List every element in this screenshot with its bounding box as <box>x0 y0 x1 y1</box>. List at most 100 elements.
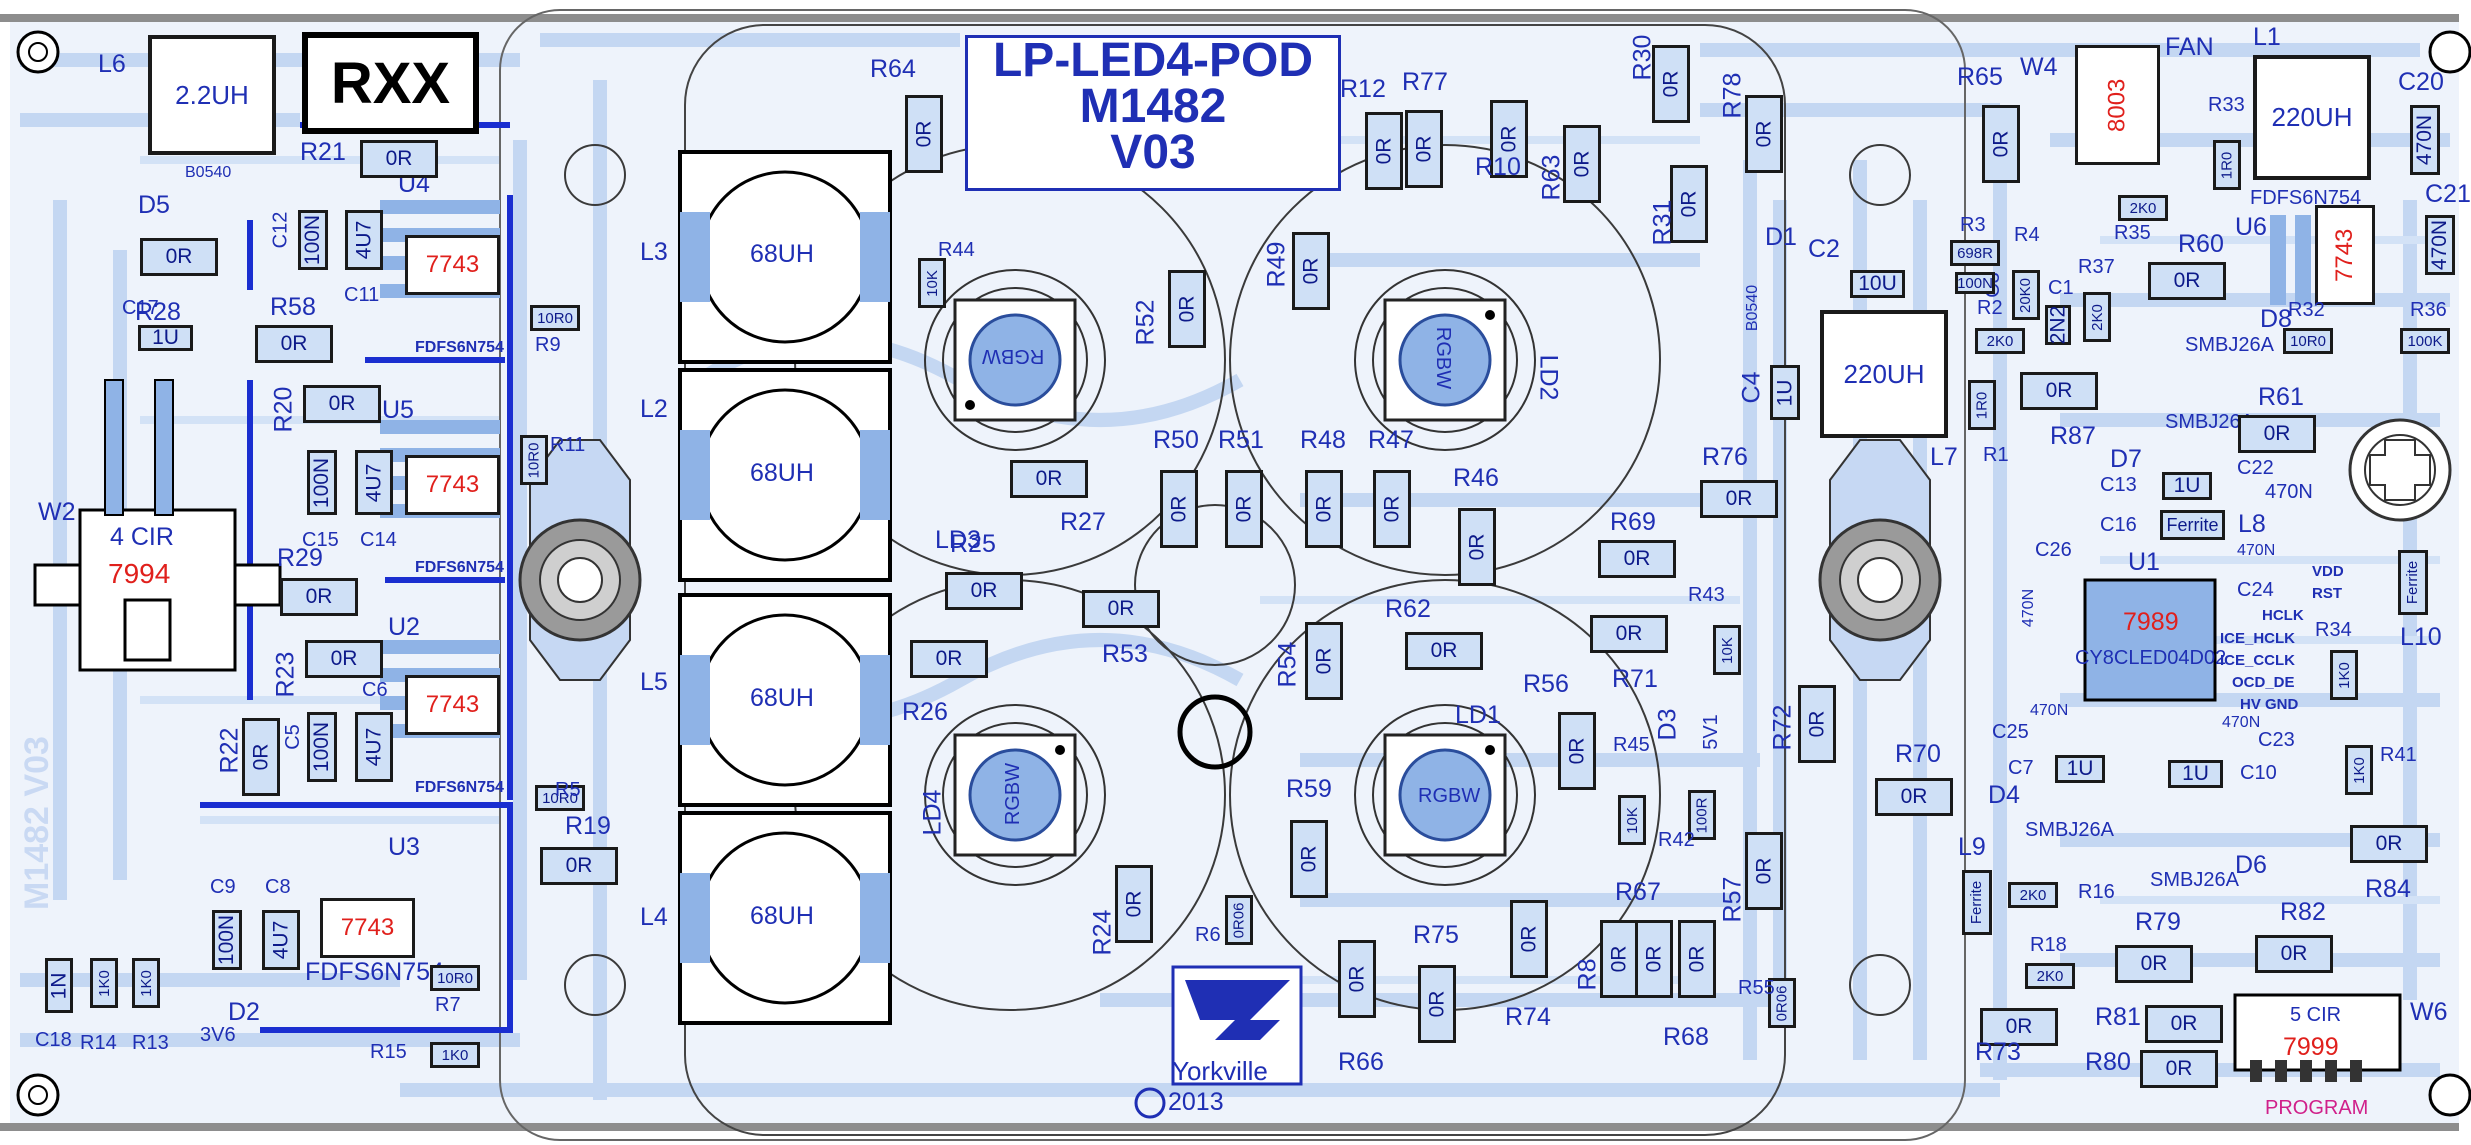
cap-ref: C9 <box>210 876 236 898</box>
cap-c17: 1U <box>138 325 193 351</box>
resistor-r74: 0R <box>1510 900 1548 978</box>
resistor-r26: 0R <box>910 640 988 678</box>
resistor-ref: R84 <box>2365 875 2411 903</box>
inductor-value: 68UH <box>750 902 814 930</box>
resistor-ref: R58 <box>270 293 316 321</box>
resistor-r31: 0R <box>1670 165 1708 243</box>
resistor-r9: 10R0 <box>530 305 580 331</box>
cap-ref: C25 <box>1992 721 2029 743</box>
resistor-value: 0R <box>1035 467 1063 490</box>
resistor-ref: R54 <box>1273 641 1302 688</box>
resistor-r19: 0R <box>540 847 618 885</box>
resistor-value: 0R <box>1569 150 1593 178</box>
resistor-r78: 0R <box>1745 95 1783 173</box>
resistor-r25: 0R <box>945 572 1023 610</box>
resistor-value: 0R <box>911 120 935 148</box>
resistor-r28: 0R <box>140 238 218 276</box>
resistor-r69: 0R <box>1598 540 1676 578</box>
cap-value: 470N <box>2265 481 2313 503</box>
resistor-value: 0R <box>1496 125 1520 153</box>
resistor-r22: 0R <box>242 718 280 796</box>
led-ref: LD1 <box>1455 701 1501 729</box>
resistor-r13: 1K0 <box>132 958 160 1008</box>
led-label: RGBW <box>1002 762 1025 826</box>
resistor-ref: R19 <box>565 812 611 840</box>
resistor-ref: R10 <box>1475 153 1521 181</box>
cap-c7: 1U <box>2055 755 2105 783</box>
resistor-ref: R80 <box>2085 1048 2131 1076</box>
resistor-r77: 0R <box>1405 110 1443 188</box>
resistor-value: 0R <box>1464 533 1488 561</box>
resistor-value: 0R <box>1296 845 1320 873</box>
resistor-ref: R1 <box>1983 444 2009 466</box>
resistor-value: 1K0 <box>2350 756 2368 784</box>
resistor-value: 1K0 <box>95 969 113 997</box>
cap-ref: C21 <box>2425 180 2471 208</box>
resistor-ref: R42 <box>1658 829 1695 851</box>
resistor-value: 100R <box>1693 797 1711 833</box>
resistor-value: 10R0 <box>537 309 573 327</box>
resistor-r14: 1K0 <box>90 958 118 1008</box>
resistor-r32: 10R0 <box>2283 328 2333 354</box>
diode-ref: D3 <box>1653 708 1682 741</box>
cap-ref: C10 <box>2240 762 2277 784</box>
resistor-r62: 0R <box>1405 632 1483 670</box>
resistor-value: 0R <box>1121 890 1145 918</box>
resistor-value: 0R06 <box>1773 985 1791 1021</box>
cap-value: 4U7 <box>269 920 292 960</box>
resistor-value: 20K0 <box>2017 277 2035 313</box>
resistor-ref: R47 <box>1368 426 1414 454</box>
resistor-value: 0R <box>2170 1012 2198 1035</box>
resistor-r35: 2K0 <box>2118 195 2168 221</box>
resistor-r33: 1R0 <box>2213 140 2241 190</box>
resistor-ref: R20 <box>269 386 298 433</box>
resistor-value: 10K <box>923 269 941 297</box>
resistor-r68: 0R <box>1678 920 1716 998</box>
resistor-ref: R25 <box>950 530 996 558</box>
cap-ref: C17 <box>122 297 159 319</box>
diode-value: SMBJ26A <box>2165 411 2254 433</box>
board-edge-top <box>0 14 2459 22</box>
resistor-value: 0R <box>2280 942 2308 965</box>
resistor-r52: 0R <box>1168 270 1206 348</box>
diode-value: SMBJ26A <box>2150 869 2239 891</box>
resistor-ref: R37 <box>2078 256 2115 278</box>
resistor-ref: R28 <box>135 298 181 326</box>
resistor-ref: R45 <box>1613 734 1650 756</box>
program-pin: VDD <box>2312 563 2344 580</box>
resistor-ref: R69 <box>1610 508 1656 536</box>
led-ref: LD2 <box>1534 354 1563 401</box>
resistor-value: 1K0 <box>2335 661 2353 689</box>
resistor-value: 0R <box>1900 785 1928 808</box>
resistor-value: 0R <box>2263 422 2291 445</box>
resistor-value: 100K <box>2407 332 2443 350</box>
cap-ref: C23 <box>2258 729 2295 751</box>
resistor-ref: R50 <box>1153 426 1199 454</box>
resistor-value: 0R <box>1174 295 1198 323</box>
resistor-ref: R53 <box>1102 640 1148 668</box>
title-line-3: V03 <box>1110 126 1196 179</box>
resistor-ref: R51 <box>1218 426 1264 454</box>
resistor-value: 0R <box>1311 495 1335 523</box>
resistor-r21: 0R <box>360 140 438 178</box>
inductor-l1: 220UH <box>2253 55 2371 180</box>
resistor-r24: 0R <box>1115 865 1153 943</box>
inductor-value: 68UH <box>750 240 814 268</box>
resistor-ref: R8 <box>1573 958 1602 991</box>
ic-ref: U3 <box>388 833 420 861</box>
resistor-ref: R2 <box>1977 297 2003 319</box>
resistor-ref: R35 <box>2114 222 2151 244</box>
diode-value: SMBJ26A <box>2185 334 2274 356</box>
cap-ref: C6 <box>362 679 388 701</box>
resistor-ref: R66 <box>1338 1048 1384 1076</box>
resistor-r30: 0R <box>1652 45 1690 123</box>
rxx-label: RXX <box>302 32 479 134</box>
resistor-r36: 100K <box>2400 328 2450 354</box>
resistor-ref: R24 <box>1088 909 1117 956</box>
program-pin: OCD_DE <box>2232 674 2295 691</box>
resistor-r44: 10K <box>918 258 946 308</box>
resistor-r72: 0R <box>1798 685 1836 763</box>
resistor-value: 0R <box>1751 120 1775 148</box>
program-pin: ICE_CCLK <box>2220 652 2296 669</box>
resistor-ref: R72 <box>1768 704 1797 751</box>
